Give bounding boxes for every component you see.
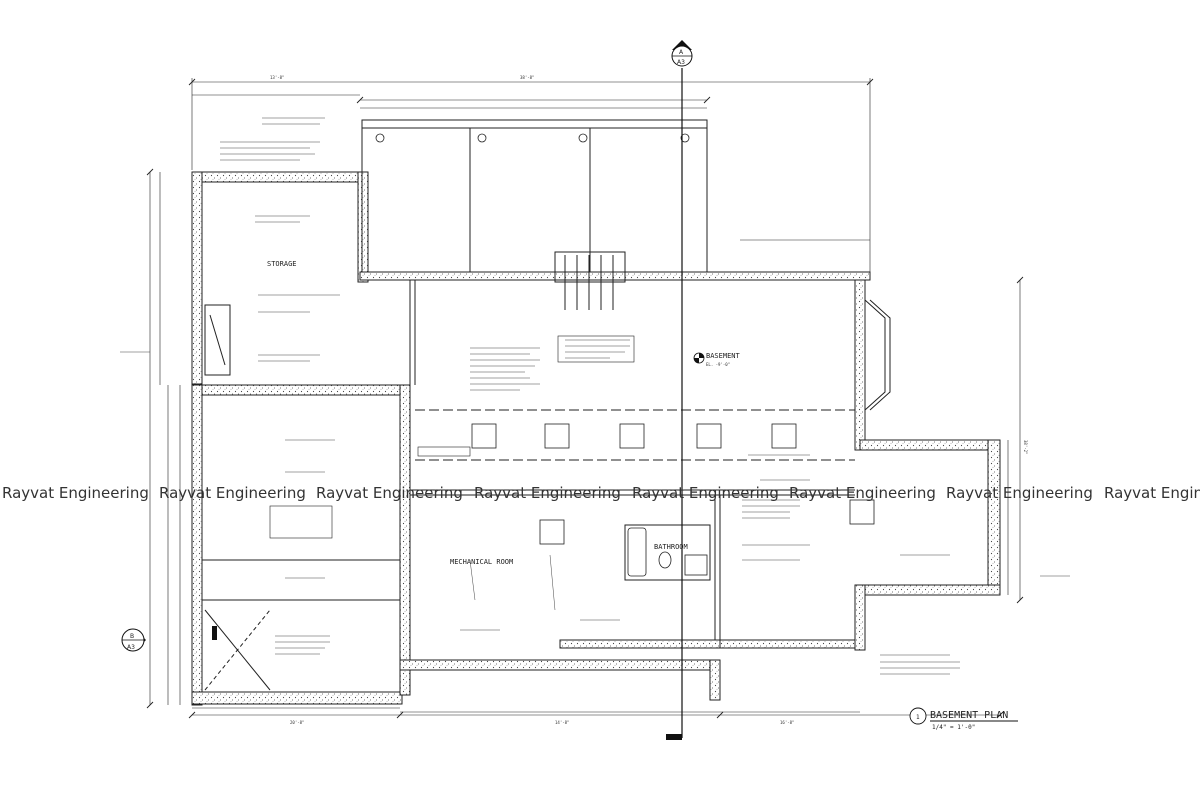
dim-bottom-left: 20'-8" <box>290 720 304 725</box>
section-tag-top-letter: A <box>679 49 684 56</box>
wall-east-step <box>854 584 866 651</box>
dim-top-left: 13'-8" <box>270 75 284 80</box>
watermark-text: Rayvat Engineering <box>316 484 463 502</box>
watermark-text: Rayvat Engin <box>1104 484 1200 502</box>
section-tag-left-sheet: A3 <box>127 644 135 651</box>
dim-top-overall: 38'-8" <box>520 75 534 80</box>
drawing-title: BASEMENT PLAN <box>930 710 1008 721</box>
dimension-ticks <box>146 78 1024 719</box>
wall-west-room-left <box>191 384 203 706</box>
wall-east-upper <box>854 279 866 451</box>
porch-columns <box>375 133 690 143</box>
note-boxes <box>269 335 635 539</box>
elevation-value: EL. -9'-0" <box>706 362 730 367</box>
watermark-band: Rayvat Engineering Rayvat Engineering Ra… <box>0 482 1200 506</box>
section-cut-marker-left <box>212 626 217 640</box>
wall-south-right <box>559 639 861 649</box>
dim-bottom-right: 16'-8" <box>780 720 794 725</box>
section-tag-top: A A3 <box>671 40 693 67</box>
drawing-title-number: 1 <box>916 714 920 721</box>
watermark-text: Rayvat Engineering <box>2 484 149 502</box>
wall-porch-top <box>359 271 871 281</box>
wall-south-step <box>709 659 721 701</box>
annotation-notes <box>120 117 1070 675</box>
drawing-scale: 1/4" = 1'-0" <box>932 724 975 731</box>
wall-east-room <box>859 439 1001 451</box>
wall-storage-left <box>191 171 203 385</box>
wall-south-mid <box>399 659 719 671</box>
room-label-storage: STORAGE <box>267 260 297 268</box>
section-tag-top-sheet: A3 <box>677 59 685 66</box>
footing-pads <box>471 423 875 545</box>
watermark-text: Rayvat Engineering <box>474 484 621 502</box>
partitions <box>202 119 891 691</box>
wall-storage-right <box>357 171 369 283</box>
watermark-text: Rayvat Engineering <box>946 484 1093 502</box>
section-tag-left: B A3 <box>121 628 146 652</box>
section-tag-left-letter: B <box>130 633 134 640</box>
elevation-marker: BASEMENT EL. -9'-0" <box>693 352 741 367</box>
dim-right-overall: 38'-2" <box>1023 440 1028 454</box>
wall-east-room-right <box>987 439 1001 591</box>
bathroom-fixtures <box>627 527 708 577</box>
dim-bottom-mid: 14'-8" <box>555 720 569 725</box>
dimension-lines <box>149 78 1021 716</box>
wall-south <box>191 691 403 705</box>
watermark-text: Rayvat Engineering <box>159 484 306 502</box>
wall-east-room-bottom <box>859 584 1001 596</box>
wall-west-room-top <box>191 384 411 396</box>
watermark-text: Rayvat Engineering <box>632 484 779 502</box>
foundation-walls <box>191 171 1001 706</box>
room-label-mechanical: MECHANICAL ROOM <box>450 558 513 566</box>
watermark-text: Rayvat Engineering <box>789 484 936 502</box>
elevation-tag: BASEMENT <box>706 352 741 360</box>
section-cut-end <box>666 734 682 740</box>
drawing-title-block: 1 BASEMENT PLAN 1/4" = 1'-0" <box>909 707 1018 731</box>
room-label-bathroom: BATHROOM <box>654 543 688 551</box>
wall-storage-top <box>191 171 369 183</box>
wall-west-room-right <box>399 384 411 696</box>
